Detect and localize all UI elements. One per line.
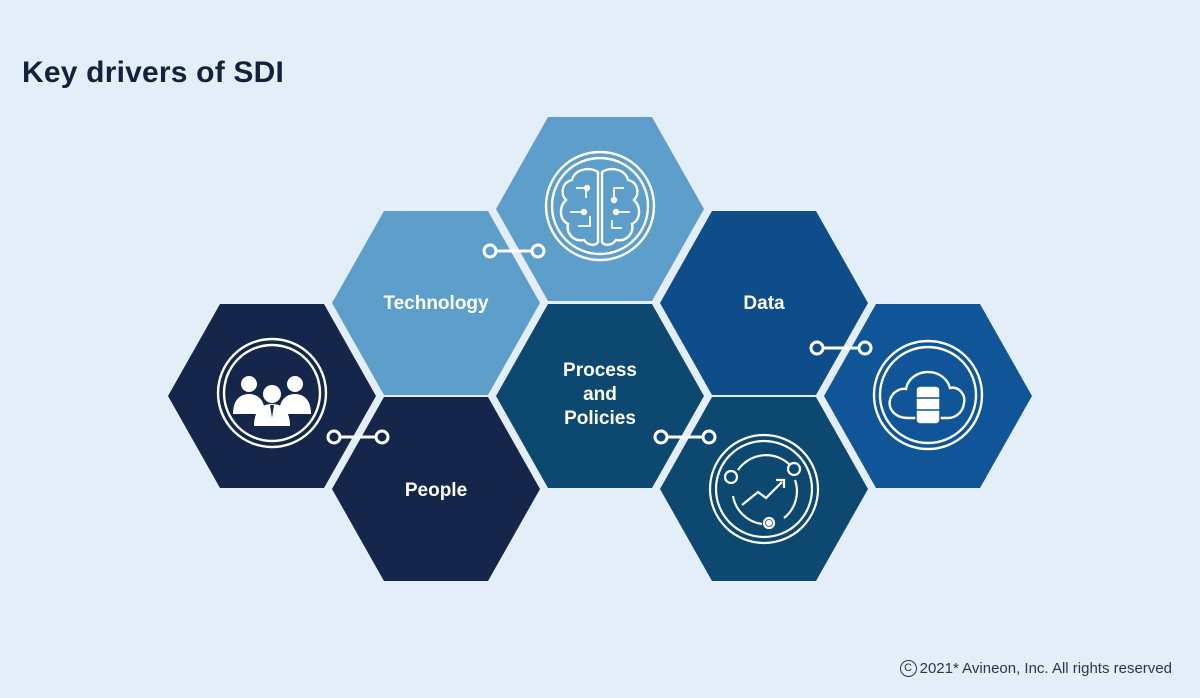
page-title: Key drivers of SDI xyxy=(22,56,285,89)
cloud-database-icon xyxy=(872,339,984,451)
copyright-text: 2021* Avineon, Inc. All rights reserved xyxy=(919,660,1172,677)
connector-brain-technology xyxy=(482,243,546,259)
hex-label-technology: Technology xyxy=(383,293,489,314)
hex-data xyxy=(660,211,868,395)
hex-label-people: People xyxy=(405,480,467,501)
copyright-icon: C xyxy=(899,660,917,677)
hex-label-process-line3: Policies xyxy=(564,408,636,429)
hex-brain xyxy=(496,117,704,301)
brain-icon xyxy=(544,150,656,262)
connector-data xyxy=(809,340,873,356)
connector-people xyxy=(326,429,390,445)
copyright-notice: C 2021* Avineon, Inc. All rights reserve… xyxy=(899,660,1172,677)
hex-label-process-line2: and xyxy=(583,384,617,405)
hex-label-process-line1: Process xyxy=(563,360,637,381)
process-cycle-icon xyxy=(708,433,820,545)
hex-process xyxy=(496,304,704,488)
hex-label-data: Data xyxy=(743,293,785,314)
team-icon xyxy=(216,337,328,449)
connector-process xyxy=(653,429,717,445)
hex-process-cycle xyxy=(660,397,868,581)
